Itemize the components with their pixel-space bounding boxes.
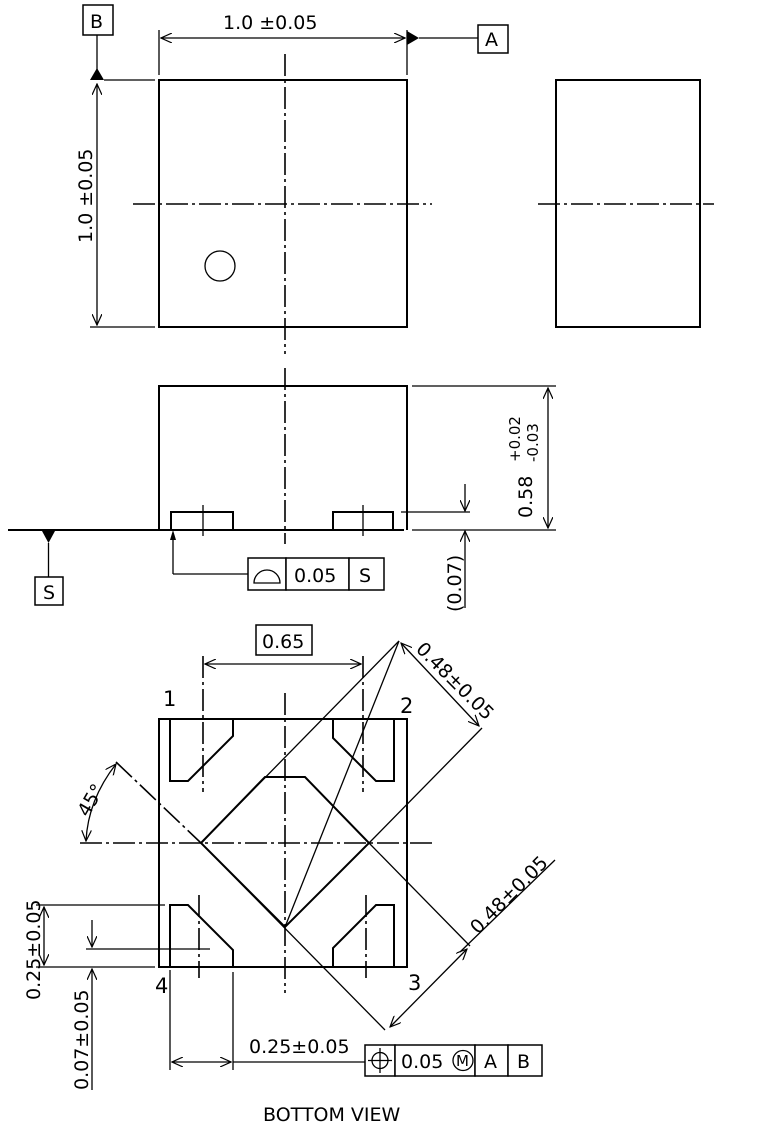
pad-length-dimension: 0.25±0.05 [249, 1036, 350, 1058]
pin-4-label: 4 [155, 974, 168, 998]
position-tolerance: 0.05 [401, 1051, 443, 1073]
package-height-tol-minus: -0.03 [524, 423, 542, 462]
front-view-body [158, 385, 408, 530]
width-dimension: 1.0 ±0.05 [223, 12, 317, 34]
pin-3-label: 3 [408, 971, 421, 995]
datum-a-box [477, 24, 509, 54]
datum-a-triangle-icon [407, 31, 419, 45]
pad-2 [332, 719, 395, 782]
angle-arc [86, 764, 116, 841]
pin1-marker-icon [204, 250, 236, 282]
profile-of-surface-icon [253, 569, 281, 584]
diag-dimension-top: 0.48±0.05 [411, 638, 498, 725]
profile-tolerance: 0.05 [294, 565, 336, 587]
pin-1-label: 1 [163, 687, 176, 711]
mmc-modifier-icon [452, 1049, 474, 1072]
front-view: S 0.05 S 0.58 +0.02 -0.03 (0.07) [8, 368, 556, 612]
datum-b-triangle-icon [90, 68, 104, 80]
bottom-view: 0.65 0.48±0.05 0.48±0.05 45° 1 2 3 4 0.2… [23, 624, 556, 1125]
datum-s-triangle-icon [42, 531, 55, 543]
pad-1 [169, 719, 234, 782]
datum-b-label: B [90, 11, 103, 33]
diag-dimension-bottom: 0.48±0.05 [466, 852, 553, 939]
top-view: 1.0 ±0.05 A B 1.0 ±0.05 [75, 4, 509, 354]
fcf-datum-a: A [484, 1051, 497, 1073]
pad-4 [169, 904, 234, 967]
fcf-datum-b: B [517, 1051, 530, 1073]
profile-feature-control-frame: 0.05 S [247, 557, 385, 591]
package-height-base: 0.58 [515, 476, 537, 518]
pitch-dimension: 0.65 [262, 631, 304, 653]
bottom-view-title: BOTTOM VIEW [263, 1104, 401, 1125]
datum-s-label: S [43, 582, 55, 604]
datum-b-box [82, 4, 114, 36]
datum-a-label: A [485, 29, 498, 51]
front-pad-left [170, 511, 234, 531]
pad-3 [332, 904, 395, 967]
pad-offset-dimension: 0.07±0.05 [71, 989, 93, 1090]
position-feature-control-frame: 0.05 M A B [364, 1044, 543, 1077]
pad-height-dimension: (0.07) [444, 555, 466, 612]
right-side-view [538, 79, 714, 328]
mmc-modifier: M [456, 1052, 469, 1070]
package-height-tol-plus: +0.02 [506, 416, 524, 462]
datum-s-box [34, 576, 64, 606]
pitch-basic-box [255, 624, 313, 656]
profile-datum: S [359, 565, 371, 587]
angle-dimension: 45° [73, 780, 109, 820]
pad-width-dimension: 0.25±0.05 [23, 899, 45, 1000]
height-dimension: 1.0 ±0.05 [75, 149, 97, 243]
pin-2-label: 2 [400, 694, 413, 718]
